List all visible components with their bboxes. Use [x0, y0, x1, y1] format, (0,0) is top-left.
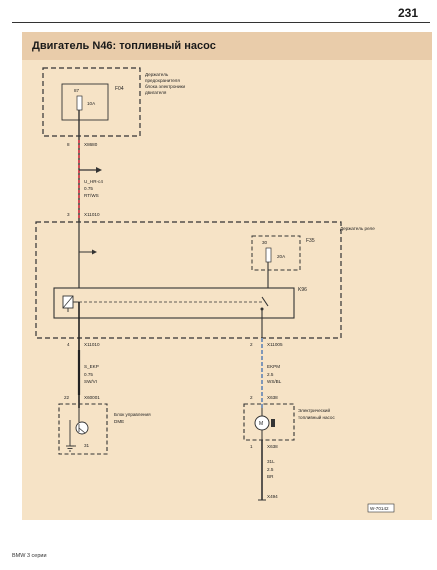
connector-left-pin: 4	[67, 342, 70, 347]
fuse-f35-box	[251, 235, 301, 271]
relay-branch-arrow-icon	[92, 249, 97, 255]
fuse-holder-desc-1: Держатель	[145, 72, 169, 77]
wire-right-gauge: 2.5	[267, 372, 274, 377]
wire-top-name: U_HR-c4	[84, 179, 103, 184]
page-number: 231	[397, 6, 418, 20]
dme-desc-2: DME	[114, 419, 124, 424]
wire-top-color: RT/WS	[84, 193, 99, 198]
dme-desc-1: Блок управления	[114, 412, 151, 417]
wire-ground-gauge: 2.5	[267, 467, 274, 472]
wire-ground-color: BR	[267, 474, 274, 479]
pump-impeller-icon	[271, 419, 275, 427]
dme-pin: 22	[64, 395, 70, 400]
dme-transistor-emitter	[78, 427, 86, 434]
fuse-holder-desc-3: блока электроники	[145, 84, 186, 89]
pump-connector-bottom: X638	[267, 444, 278, 449]
pump-connector-top: X638	[267, 395, 278, 400]
pump-motor-label: M	[259, 421, 263, 427]
fuse-holder-desc-4: двигателя	[145, 90, 167, 95]
branch-arrow-icon	[96, 167, 102, 173]
dme-ground-pin: 31	[84, 443, 90, 448]
fuse-f35-rating: 20A	[277, 254, 286, 259]
fuse-f04-element	[76, 95, 83, 111]
connector-top-id: X8680	[84, 142, 98, 147]
relay-switch-pin	[260, 307, 264, 311]
fuse-f35-terminal: 30	[262, 240, 268, 245]
fuse-holder-id: F04	[115, 86, 124, 92]
relay-switch-contact	[261, 296, 269, 307]
fuse-f04-terminal: 87	[74, 88, 80, 93]
pump-pin-top: 2	[250, 395, 253, 400]
relay-k96-id: K96	[298, 287, 307, 293]
wire-right-name: EKPM	[267, 364, 280, 369]
diagram-code-box	[367, 503, 395, 513]
wire-left-gauge: 0.75	[84, 372, 93, 377]
connector-relay-in-id: X11010	[84, 212, 100, 217]
dme-box	[58, 403, 108, 455]
fuse-holder-box	[42, 67, 141, 137]
ground-point: X494	[267, 494, 278, 499]
fuse-holder-desc-2: предохранителя	[145, 78, 180, 83]
page-title: Двигатель N46: топливный насос	[32, 40, 216, 52]
wire-ground-name: 31L	[267, 459, 275, 464]
wire-top-gauge: 0.75	[84, 186, 93, 191]
dme-connector: X60001	[84, 395, 100, 400]
title-bar	[22, 32, 432, 60]
wire-left-name: S_EKP	[84, 364, 99, 369]
connector-right-pin: 2	[250, 342, 253, 347]
wire-left-color: SW/VI	[84, 379, 97, 384]
fuse-f35-id: F35	[306, 238, 315, 244]
connector-left-id: X11010	[84, 342, 100, 347]
relay-holder-box	[35, 221, 342, 339]
fuse-f35-element	[265, 247, 272, 263]
pump-desc-1: Электрический	[298, 407, 330, 413]
fuse-f04-rating: 10A	[87, 101, 96, 106]
relay-coil-diag	[62, 295, 74, 309]
pump-box	[243, 403, 295, 441]
dme-transistor-icon	[75, 421, 89, 435]
connector-top-pin: 8	[67, 142, 70, 147]
pump-desc-2: топливный насос	[298, 414, 335, 420]
diagram-code: W-70142	[370, 506, 389, 511]
connector-right-id: X11005	[267, 342, 283, 347]
relay-holder-desc: Держатель реле	[340, 226, 375, 231]
pump-pin-bottom: 1	[250, 444, 253, 449]
wire-right-color: WS/BL	[267, 379, 282, 384]
relay-k96-box	[53, 287, 295, 319]
fuse-f04-box	[61, 83, 109, 121]
top-divider	[12, 22, 430, 23]
connector-relay-in-pin: 3	[67, 212, 70, 217]
footer: BMW 3 серии	[12, 553, 47, 559]
